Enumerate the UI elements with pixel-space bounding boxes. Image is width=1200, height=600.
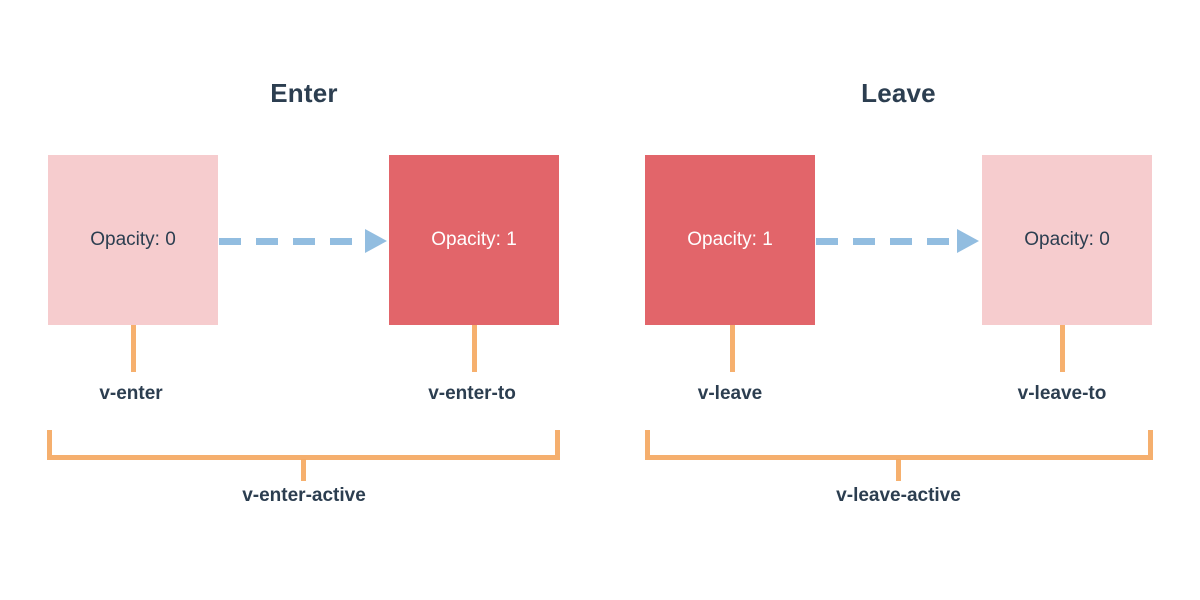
enter-active-bracket	[47, 430, 560, 460]
leave-start-box-label: Opacity: 1	[687, 229, 773, 250]
leave-start-tick	[730, 325, 735, 372]
enter-end-box-label: Opacity: 1	[431, 229, 517, 250]
enter-end-tick	[472, 325, 477, 372]
leave-section-title: Leave	[861, 78, 936, 108]
enter-active-bracket-stem	[301, 459, 306, 481]
enter-start-tick	[131, 325, 136, 372]
enter-start-box: Opacity: 0	[48, 155, 218, 325]
leave-active-bracket-stem	[896, 459, 901, 481]
enter-arrow-dashed-line	[219, 237, 365, 245]
enter-start-class-label: v-enter	[99, 383, 163, 404]
leave-active-class-label: v-leave-active	[836, 485, 961, 506]
enter-section-title: Enter	[270, 78, 338, 108]
enter-transition-arrow	[219, 229, 387, 253]
leave-active-bracket	[645, 430, 1153, 460]
enter-active-class-label: v-enter-active	[242, 485, 366, 506]
leave-start-class-label: v-leave	[697, 383, 763, 404]
leave-end-class-label: v-leave-to	[1017, 383, 1107, 404]
enter-arrow-head-icon	[365, 229, 387, 253]
enter-start-box-label: Opacity: 0	[90, 229, 176, 250]
leave-start-box: Opacity: 1	[645, 155, 815, 325]
enter-end-box: Opacity: 1	[389, 155, 559, 325]
leave-end-tick	[1060, 325, 1065, 372]
leave-transition-arrow	[816, 229, 979, 253]
enter-end-class-label: v-enter-to	[428, 383, 516, 404]
leave-arrow-head-icon	[957, 229, 979, 253]
leave-end-box: Opacity: 0	[982, 155, 1152, 325]
leave-end-box-label: Opacity: 0	[1024, 229, 1110, 250]
leave-arrow-dashed-line	[816, 237, 957, 245]
